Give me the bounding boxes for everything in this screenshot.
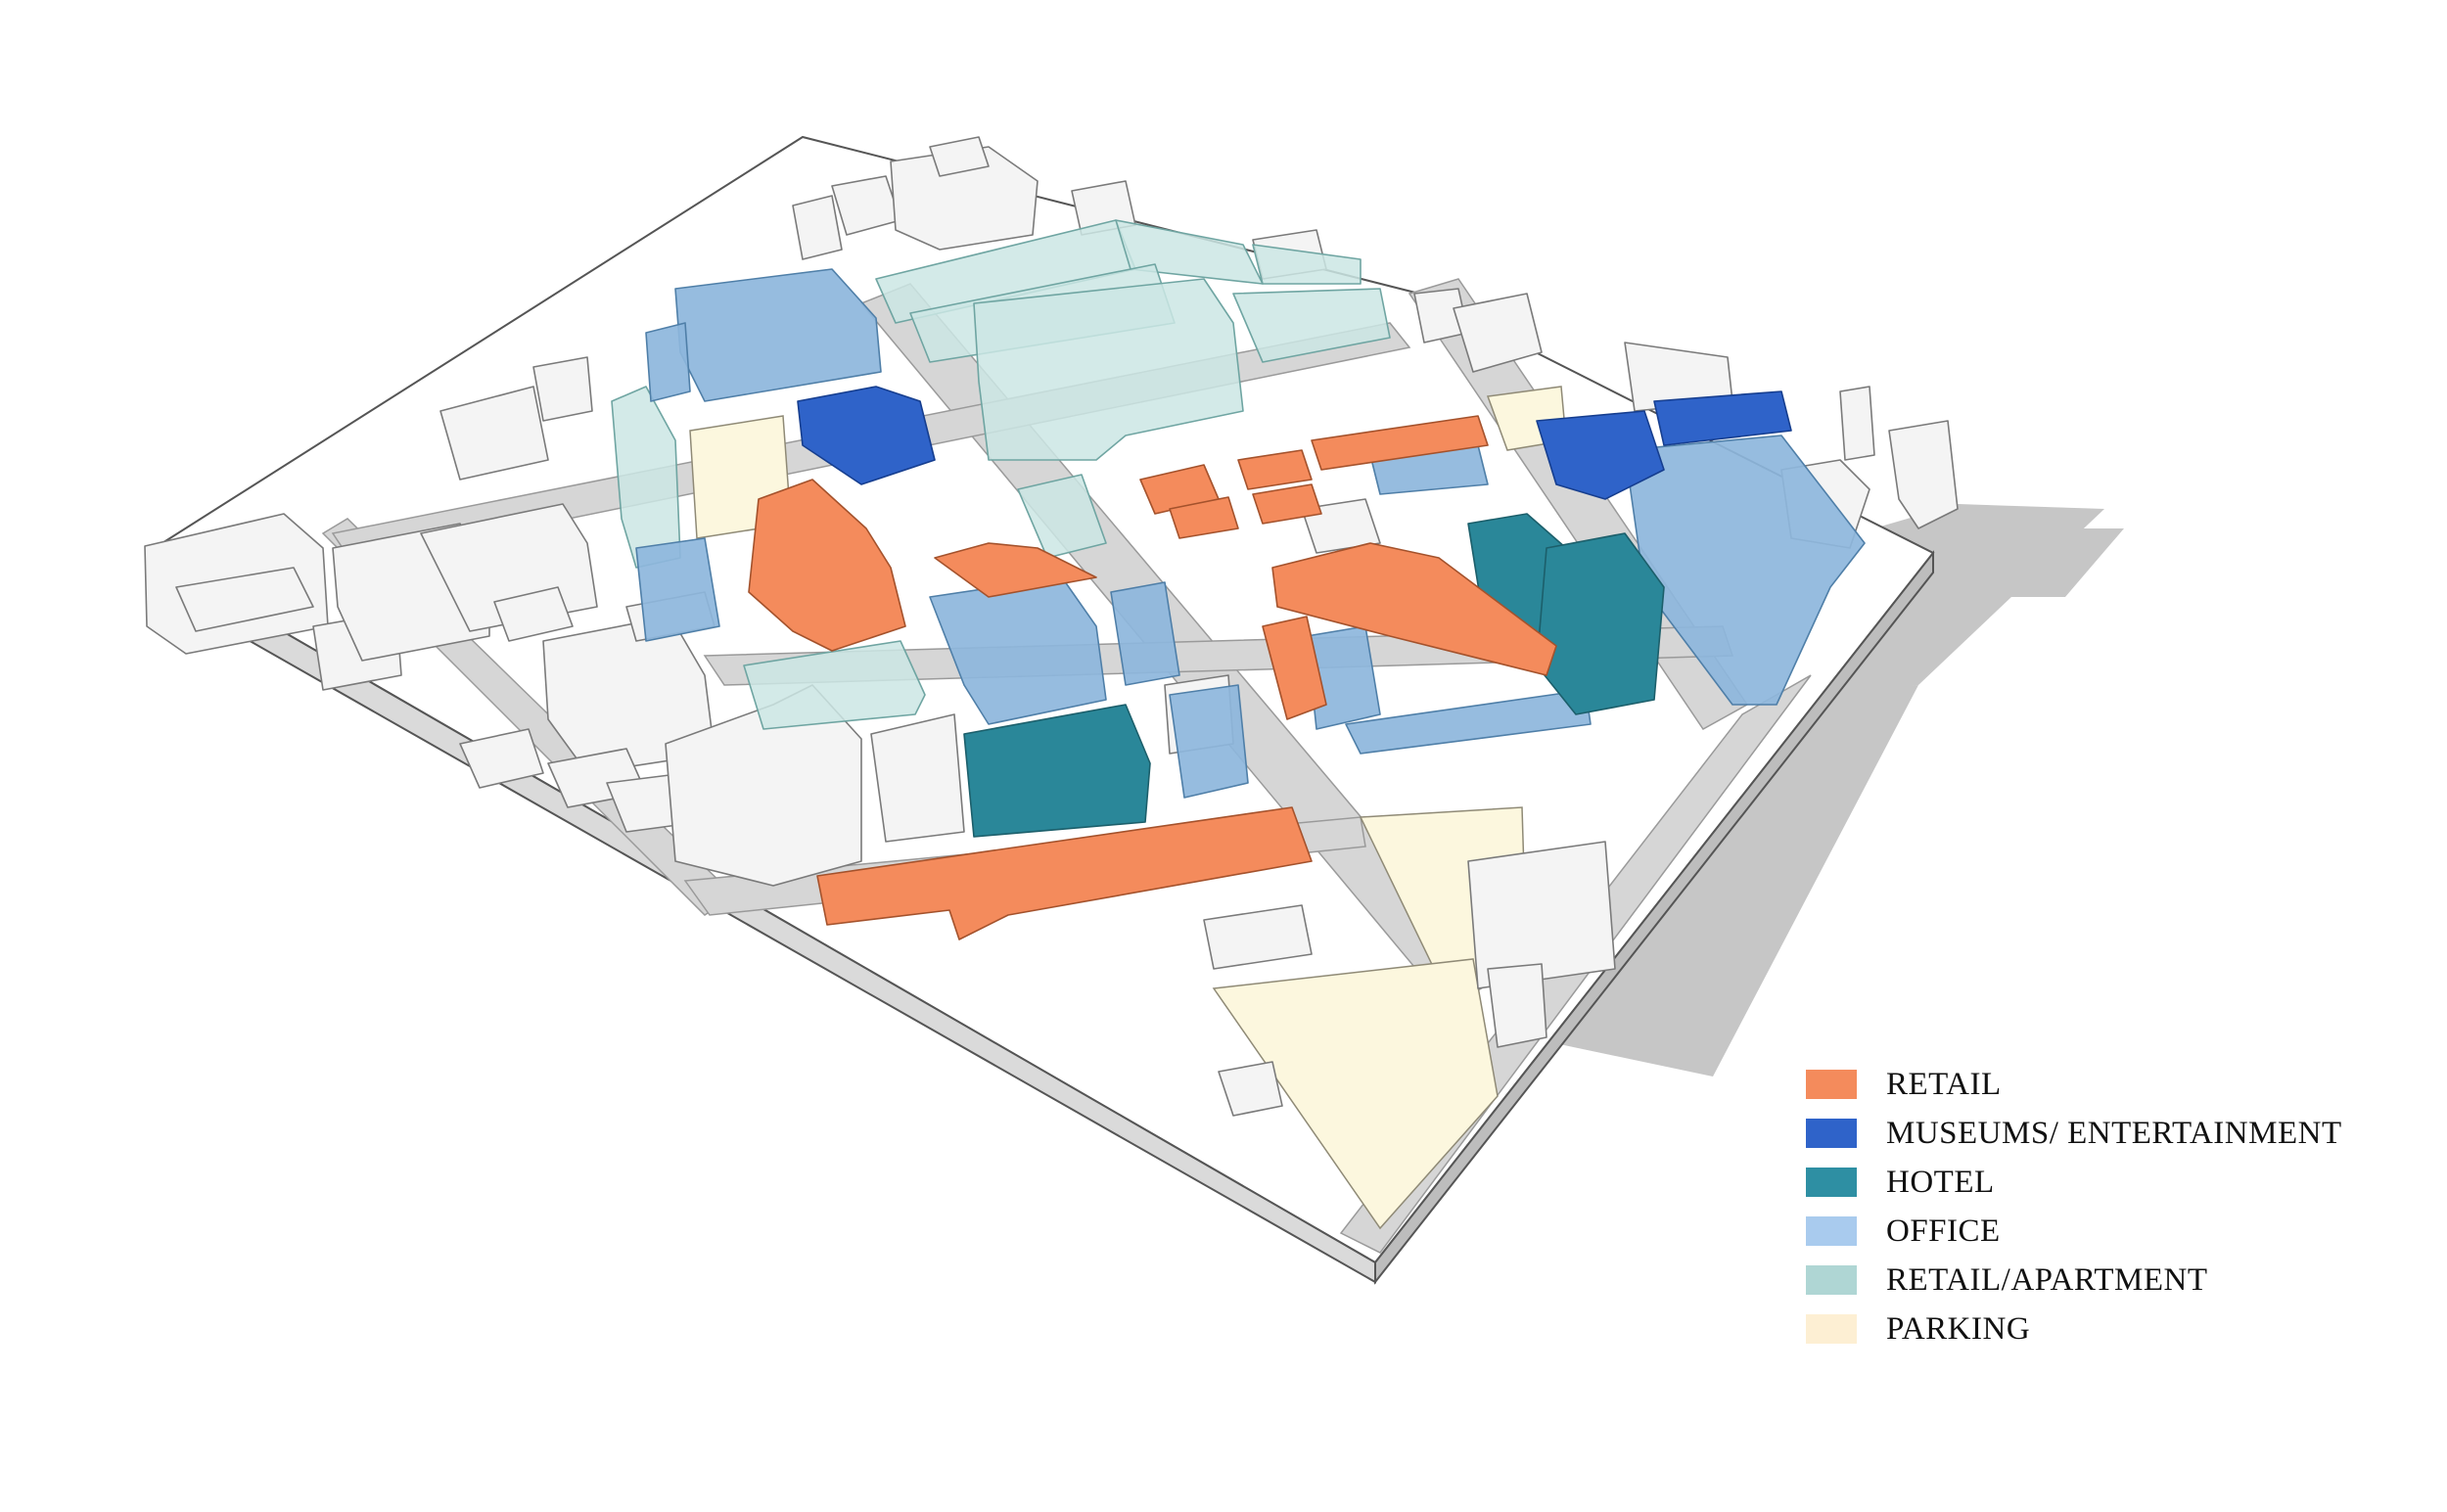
legend-label-retail: RETAIL [1886, 1066, 2002, 1102]
context-building [175, 567, 314, 632]
context-building [890, 146, 1039, 251]
legend-item-retail-apartment: RETAIL/APARTMENT [1806, 1256, 2432, 1305]
context-building [1888, 420, 1959, 529]
legend-item-office: OFFICE [1806, 1207, 2432, 1256]
hotel-block [963, 704, 1151, 838]
context-building [493, 586, 574, 642]
shadow-east-building [1918, 528, 2124, 597]
retail-apartment-block [973, 278, 1244, 461]
legend-label-retail-apartment: RETAIL/APARTMENT [1886, 1261, 2208, 1298]
legend-item-hotel: HOTEL [1806, 1158, 2432, 1207]
context-building [792, 195, 843, 260]
museum-block [1653, 390, 1792, 446]
context-building [1203, 904, 1313, 970]
legend-swatch-museums [1806, 1119, 1857, 1148]
slab-front-right [1374, 550, 1934, 1285]
retail-apartment-buildings [611, 219, 1391, 730]
legend-label-museums: MUSEUMS/ ENTERTAINMENT [1886, 1115, 2342, 1151]
context-building [439, 386, 549, 481]
retail-block [816, 806, 1313, 940]
office-block [1110, 581, 1180, 686]
retail-block [748, 479, 906, 652]
retail-block [934, 542, 1097, 598]
context-building [459, 728, 544, 789]
office-block [635, 537, 720, 642]
office-block [1345, 689, 1592, 755]
retail-apartment-block [1017, 474, 1107, 559]
context-building [1453, 293, 1543, 373]
context-building [1467, 841, 1616, 989]
legend-label-hotel: HOTEL [1886, 1164, 1995, 1200]
legend-item-parking: PARKING [1806, 1305, 2432, 1353]
office-block [645, 322, 691, 402]
legend-swatch-retail-apartment [1806, 1265, 1857, 1295]
context-building [1487, 963, 1547, 1048]
retail-block [1252, 483, 1322, 525]
legend-swatch-retail [1806, 1070, 1857, 1099]
retail-block [1311, 415, 1489, 471]
context-building [1218, 1061, 1283, 1117]
retail-apartment-block [743, 640, 926, 730]
legend-item-museums: MUSEUMS/ ENTERTAINMENT [1806, 1109, 2432, 1158]
legend-item-retail: RETAIL [1806, 1060, 2432, 1109]
legend-swatch-office [1806, 1216, 1857, 1246]
retail-block [1262, 616, 1327, 720]
museum-block [1536, 410, 1665, 500]
parking-lot-3 [1212, 958, 1499, 1230]
museum-block [797, 386, 936, 485]
context-building [929, 136, 990, 177]
context-building [532, 356, 593, 422]
retail-apartment-block [1232, 288, 1391, 363]
context-building [870, 713, 965, 843]
hotel-block [1536, 532, 1665, 715]
retail-block [1169, 496, 1239, 539]
retail-buildings [748, 415, 1557, 940]
retail-apartment-block [1252, 244, 1362, 285]
legend: RETAIL MUSEUMS/ ENTERTAINMENT HOTEL OFFI… [1806, 1060, 2432, 1353]
retail-block [1237, 449, 1313, 490]
legend-swatch-parking [1806, 1314, 1857, 1344]
legend-label-office: OFFICE [1886, 1213, 2001, 1249]
museums-entertainment-buildings [797, 386, 1792, 500]
retail-block [1271, 542, 1557, 676]
legend-swatch-hotel [1806, 1168, 1857, 1197]
shadow-large-east [1527, 685, 1918, 1077]
context-building [1839, 386, 1875, 461]
legend-label-parking: PARKING [1886, 1310, 2031, 1347]
office-block [1169, 684, 1249, 799]
office-buildings [635, 268, 1866, 799]
